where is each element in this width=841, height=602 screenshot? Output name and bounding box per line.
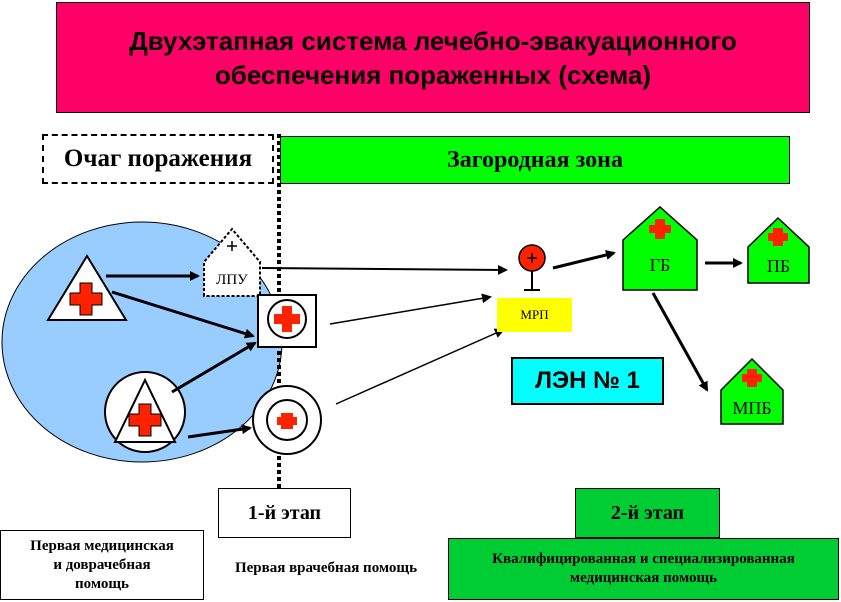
- arrow-circle-to-post: [171, 341, 257, 394]
- arrow-circle-to-double: [187, 424, 252, 439]
- first-aid-line-2: и доврачебная: [53, 556, 151, 573]
- pb-hospital: [747, 216, 810, 284]
- physician-care-box: Первая врачебная помощь: [204, 538, 448, 598]
- diagram-title: Двухэтапная система лечебно-эвакуационно…: [56, 2, 810, 113]
- mrp-sign: [518, 244, 546, 291]
- pb-label: ПБ: [766, 256, 791, 276]
- arrow-triangle-to-post: [111, 290, 255, 339]
- first-aid-care-box: Первая медицинская и доврачебная помощь: [0, 530, 204, 600]
- arrow-post-to-mrp: [329, 293, 492, 325]
- mrp-label: МРП: [497, 298, 572, 332]
- mpb-hospital: [720, 357, 784, 425]
- arrow-double-to-mrp: [335, 328, 505, 405]
- len-label: ЛЭН № 1: [511, 357, 664, 405]
- title-line-2: обеспечения пораженных (схема): [214, 59, 652, 90]
- arrow-mrp-to-gb: [552, 250, 616, 270]
- qualified-line-1: Квалифицированная и специализированная: [492, 551, 795, 567]
- casualty-triangle-1: [46, 254, 128, 321]
- lpu-building: [203, 227, 261, 297]
- qualified-line-2: медицинская помощь: [569, 570, 718, 586]
- stage-2-label: 2-й этап: [575, 488, 720, 538]
- arrow-lpu-to-mrp: [261, 264, 508, 275]
- double-circle-post: [252, 385, 322, 455]
- lpu-label: ЛПУ: [216, 271, 248, 288]
- mpb-label: МПБ: [732, 397, 772, 418]
- focus-zone-label: Очаг поражения: [42, 134, 274, 184]
- first-aid-post-square: [257, 294, 317, 348]
- gb-hospital: [622, 205, 698, 291]
- title-line-1: Двухэтапная система лечебно-эвакуационно…: [129, 25, 737, 56]
- casualty-circle-triangle: [104, 371, 186, 453]
- suburban-zone-label: Загородная зона: [280, 136, 790, 184]
- arrow-gb-to-mpb: [651, 292, 709, 392]
- qualified-care-box: Квалифицированная и специализированная м…: [448, 538, 839, 600]
- first-aid-line-3: помощь: [75, 575, 129, 592]
- first-aid-line-1: Первая медицинская: [30, 537, 174, 554]
- stage-1-label: 1-й этап: [218, 488, 351, 538]
- gb-label: ГБ: [649, 254, 671, 275]
